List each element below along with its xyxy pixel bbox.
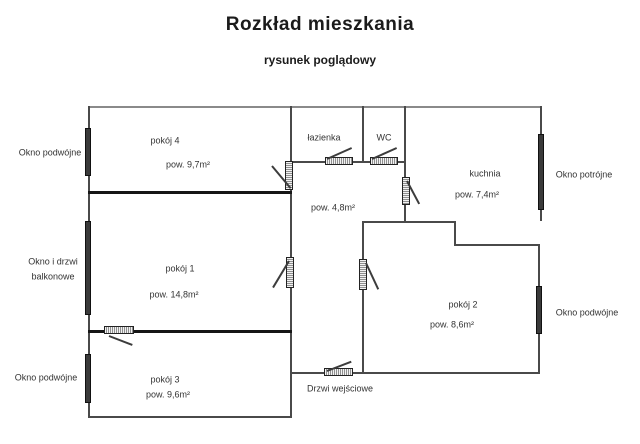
room-label-pokoj1: pokój 1	[165, 263, 195, 274]
room-area-kuchnia: pow. 7,4m²	[454, 189, 500, 200]
window-label-left-middle-line1: Okno i drzwi	[28, 256, 78, 267]
wall-pokoj2-left	[362, 221, 364, 373]
door-pokoj4	[285, 161, 293, 190]
wall-notch-vertical	[454, 222, 456, 245]
door-pokoj2	[359, 259, 367, 290]
wall-kuchnia-left	[404, 106, 406, 223]
entrance-door-label: Drzwi wejściowe	[306, 383, 374, 394]
wall-outer-bottom-left	[88, 416, 292, 418]
wall-outer-bottom	[290, 372, 540, 374]
window-label-left-bottom: Okno podwójne	[14, 372, 78, 383]
window-balkon-pokoj1	[85, 221, 91, 315]
room-label-kuchnia: kuchnia	[469, 168, 501, 179]
room-label-pokoj4: pokój 4	[150, 135, 180, 146]
window-pokoj3	[85, 354, 91, 403]
door-entrance	[324, 368, 353, 376]
wall-lazienka-wc-divider	[362, 106, 364, 162]
floor-plan-subtitle: rysunek poglądowy	[263, 53, 377, 67]
door-pokoj3	[104, 326, 134, 334]
room-area-pokoj3: pow. 9,6m²	[145, 389, 191, 400]
room-label-wc: WC	[376, 132, 392, 143]
wall-outer-top	[88, 106, 542, 108]
room-area-pokoj4: pow. 9,7m²	[165, 159, 211, 170]
window-pokoj4	[85, 128, 91, 176]
room-area-przedpokoj: pow. 4,8m²	[310, 202, 356, 213]
room-label-pokoj3: pokój 3	[150, 374, 180, 385]
door-kuchnia	[402, 177, 410, 205]
floor-plan-title: Rozkład mieszkania	[225, 14, 415, 35]
wall-pokoj4-bottom	[88, 191, 292, 194]
window-label-right-top: Okno potrójne	[555, 169, 613, 180]
door-pokoj3-leaf	[108, 335, 133, 346]
window-kuchnia	[538, 134, 544, 210]
wall-notch-horizontal	[454, 244, 540, 246]
window-pokoj2	[536, 286, 542, 334]
wall-corridor-kuchnia-bottom	[362, 221, 456, 223]
door-pokoj2-leaf	[365, 262, 380, 290]
window-label-left-middle-line2: balkonowe	[31, 272, 75, 282]
wall-pokoj1-bottom	[88, 330, 292, 333]
window-label-left-top: Okno podwójne	[18, 147, 82, 158]
door-wc	[370, 157, 398, 165]
window-label-right-bottom: Okno podwójne	[555, 307, 619, 318]
door-lazienka	[325, 157, 353, 165]
window-label-left-middle: Okno i drzwi balkonowe	[28, 255, 78, 286]
room-label-pokoj2: pokój 2	[448, 299, 478, 310]
room-area-pokoj1: pow. 14,8m²	[149, 289, 199, 300]
room-label-lazienka: łazienka	[307, 132, 341, 143]
door-pokoj1	[286, 257, 294, 288]
room-area-pokoj2: pow. 8,6m²	[429, 319, 475, 330]
